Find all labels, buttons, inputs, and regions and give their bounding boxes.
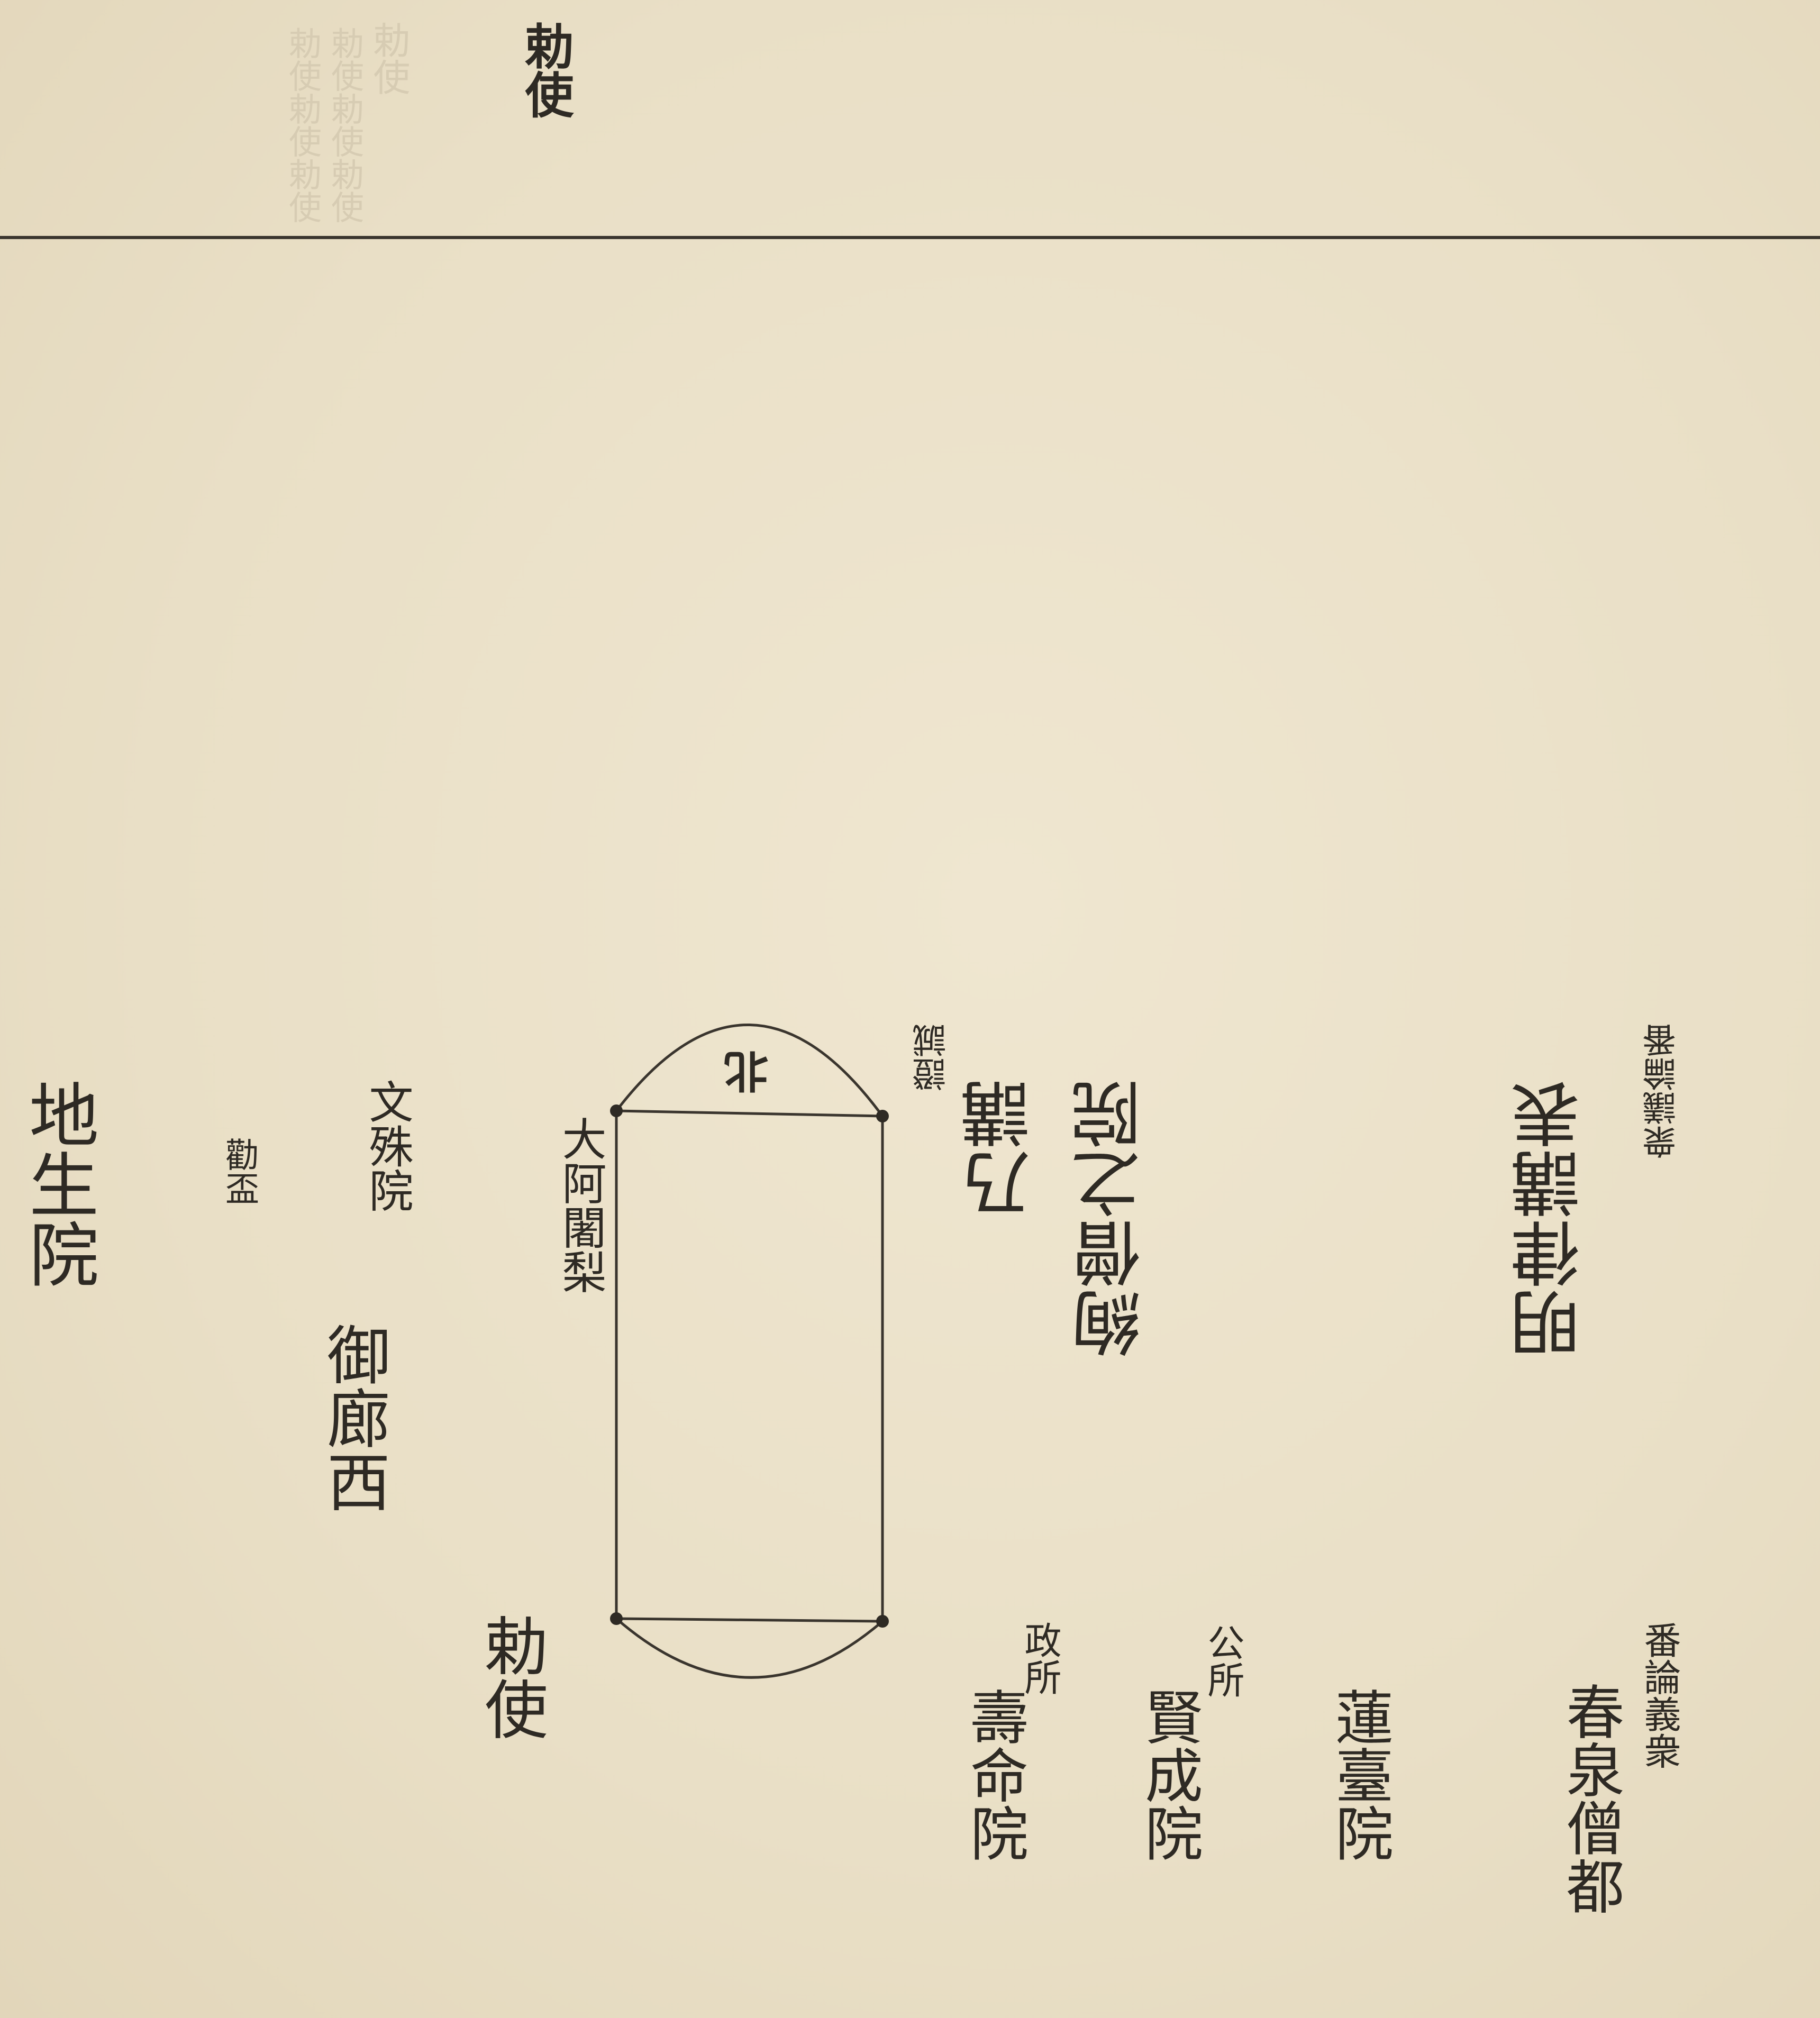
label-c12-top: 政所 — [1018, 1621, 1062, 1695]
label-c3-main: 乃講 — [960, 1079, 1042, 1219]
label-c2-main: 絢僧之院 — [1071, 1079, 1153, 1358]
label-c10-main: 蓮臺院 — [1325, 1687, 1393, 1862]
label-c1-top: 衆議論番 — [1643, 1024, 1682, 1159]
corner-dot — [876, 1615, 889, 1628]
label-c7-top: 勸盃 — [220, 1137, 259, 1205]
running-head: 勅使 — [517, 21, 574, 118]
label-c9-top: 番論義衆 — [1638, 1621, 1681, 1769]
corner-dot — [610, 1612, 623, 1625]
corner-dot — [876, 1110, 889, 1122]
bleed-through-text: 勅使 — [367, 21, 411, 95]
north-chord — [616, 1109, 883, 1118]
bleed-through-text: 勅使勅使勅使 — [283, 26, 322, 223]
label-c1-main: 明律講表 — [1510, 1079, 1592, 1358]
label-c5-main: 文殊院 — [362, 1079, 414, 1212]
label-c3-top: 證誠 — [913, 1024, 952, 1091]
label-c8-main: 勅使 — [474, 1613, 547, 1740]
hall-north-label: 北 — [723, 1050, 776, 1094]
label-c11-main: 賢成院 — [1135, 1687, 1203, 1862]
label-c4-main: 大阿闍梨 — [555, 1116, 607, 1294]
north-arc — [615, 1024, 884, 1117]
bleed-through-text: 勅使勅使勅使 — [325, 26, 364, 223]
label-c7-main: 地生院 — [17, 1079, 99, 1289]
label-c6-main: 御廊西 — [316, 1322, 389, 1513]
south-chord — [616, 1617, 883, 1623]
label-c9-main: 春泉僧都 — [1556, 1682, 1624, 1915]
header-rule — [0, 236, 1820, 239]
south-arc — [615, 1618, 884, 1679]
label-c12-main: 壽命院 — [960, 1687, 1028, 1862]
label-c11-top: 公所 — [1202, 1624, 1245, 1698]
corner-dot — [610, 1104, 623, 1117]
